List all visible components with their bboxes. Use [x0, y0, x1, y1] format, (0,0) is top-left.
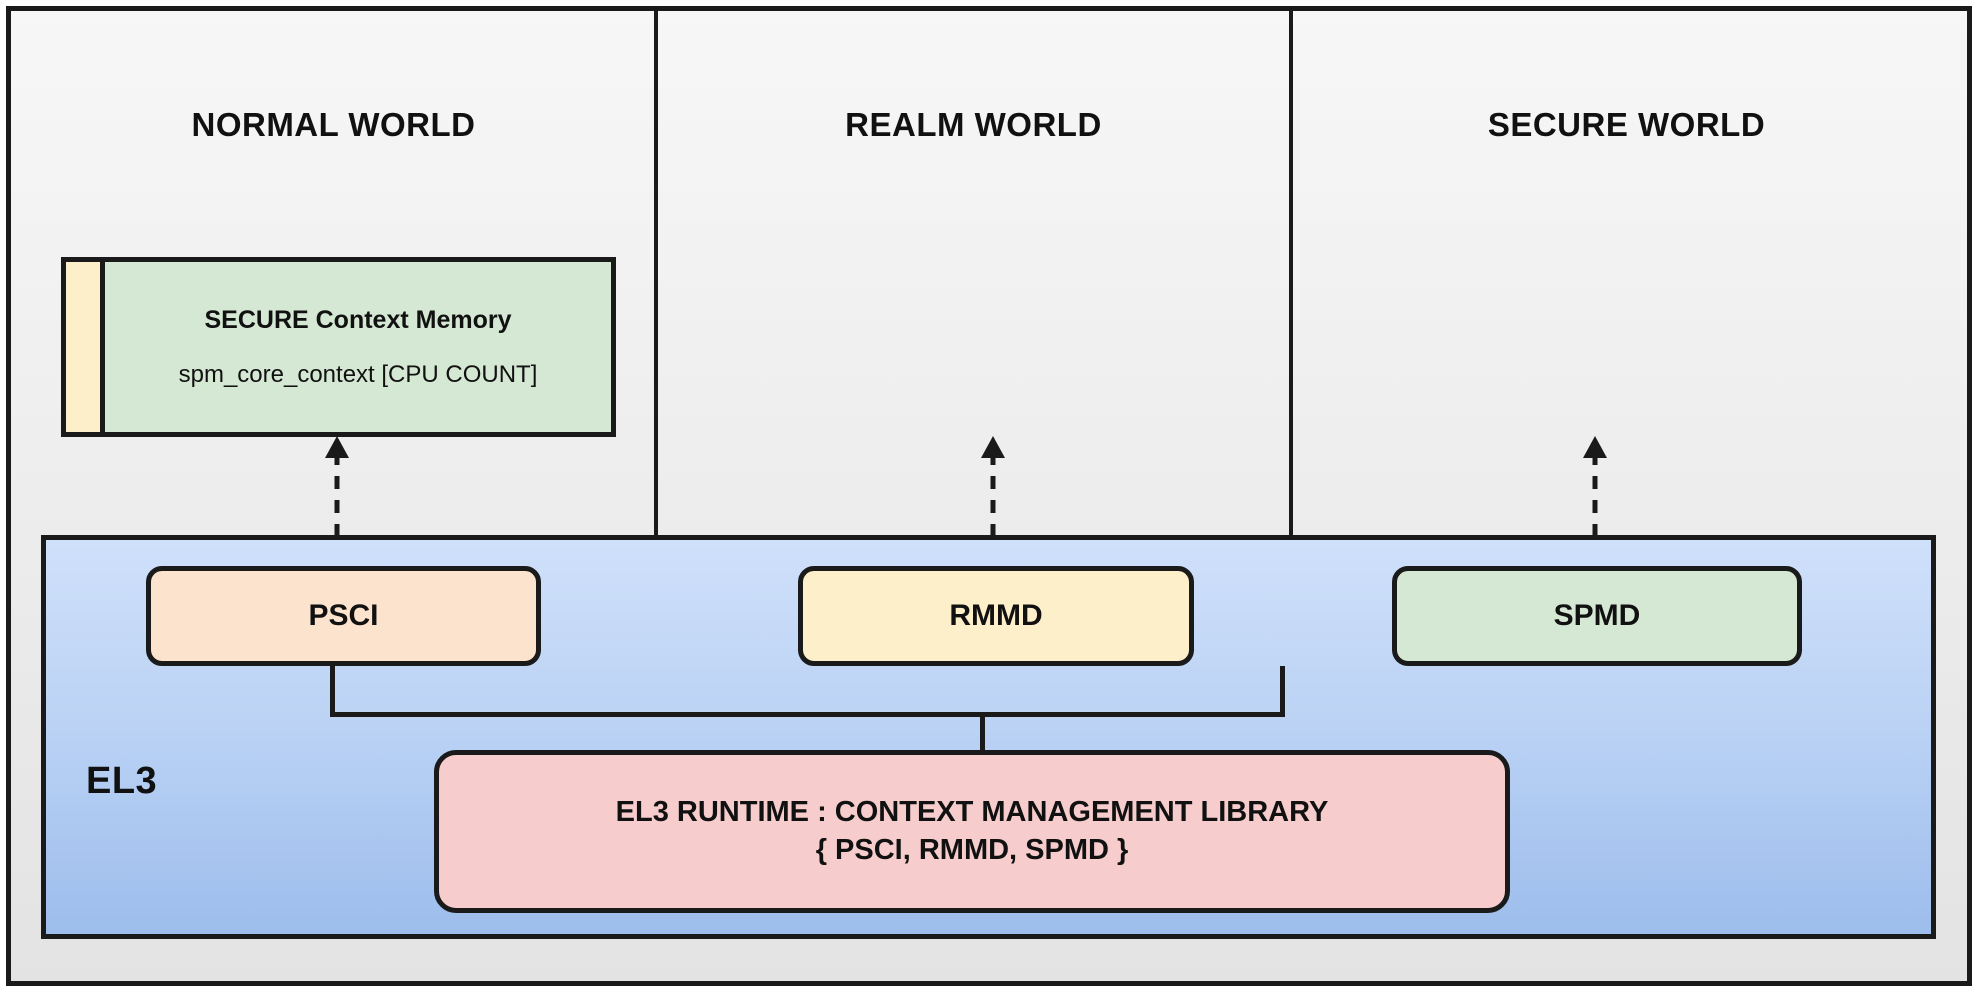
el3-runtime-library-box: EL3 RUNTIME : CONTEXT MANAGEMENT LIBRARY… — [434, 750, 1510, 913]
world-title-realm: REALM WORLD — [845, 106, 1102, 143]
world-column-realm: REALM WORLD — [656, 11, 1291, 536]
world-column-normal: NORMAL WORLD — [11, 11, 656, 536]
dispatcher-box-psci: PSCI — [146, 566, 541, 666]
dispatcher-box-rmmd: RMMD — [798, 566, 1194, 666]
world-title-normal: NORMAL WORLD — [191, 106, 476, 143]
context-memory-subtitle-secure: spm_core_context [CPU COUNT] — [178, 360, 538, 388]
world-column-secure: SECURE WORLD — [1291, 11, 1962, 536]
world-divider-normal-realm — [654, 11, 658, 536]
el3-runtime-library-line-2: { PSCI, RMMD, SPMD } — [815, 833, 1129, 866]
dispatcher-box-spmd: SPMD — [1392, 566, 1802, 666]
connector-horizontal-bus — [330, 712, 1285, 717]
context-memory-title-secure: SECURE Context Memory — [204, 305, 512, 334]
context-memory-box-secure: SECURE Context Memory spm_core_context [… — [100, 257, 616, 437]
connector-stub-psci — [330, 666, 335, 716]
world-divider-realm-secure — [1289, 11, 1293, 536]
connector-stub-runtime-library — [980, 712, 985, 755]
el3-runtime-library-line-1: EL3 RUNTIME : CONTEXT MANAGEMENT LIBRARY — [615, 796, 1329, 829]
el3-label: EL3 — [86, 760, 158, 802]
world-title-secure: SECURE WORLD — [1487, 106, 1766, 143]
connector-stub-spmd — [1280, 666, 1285, 716]
